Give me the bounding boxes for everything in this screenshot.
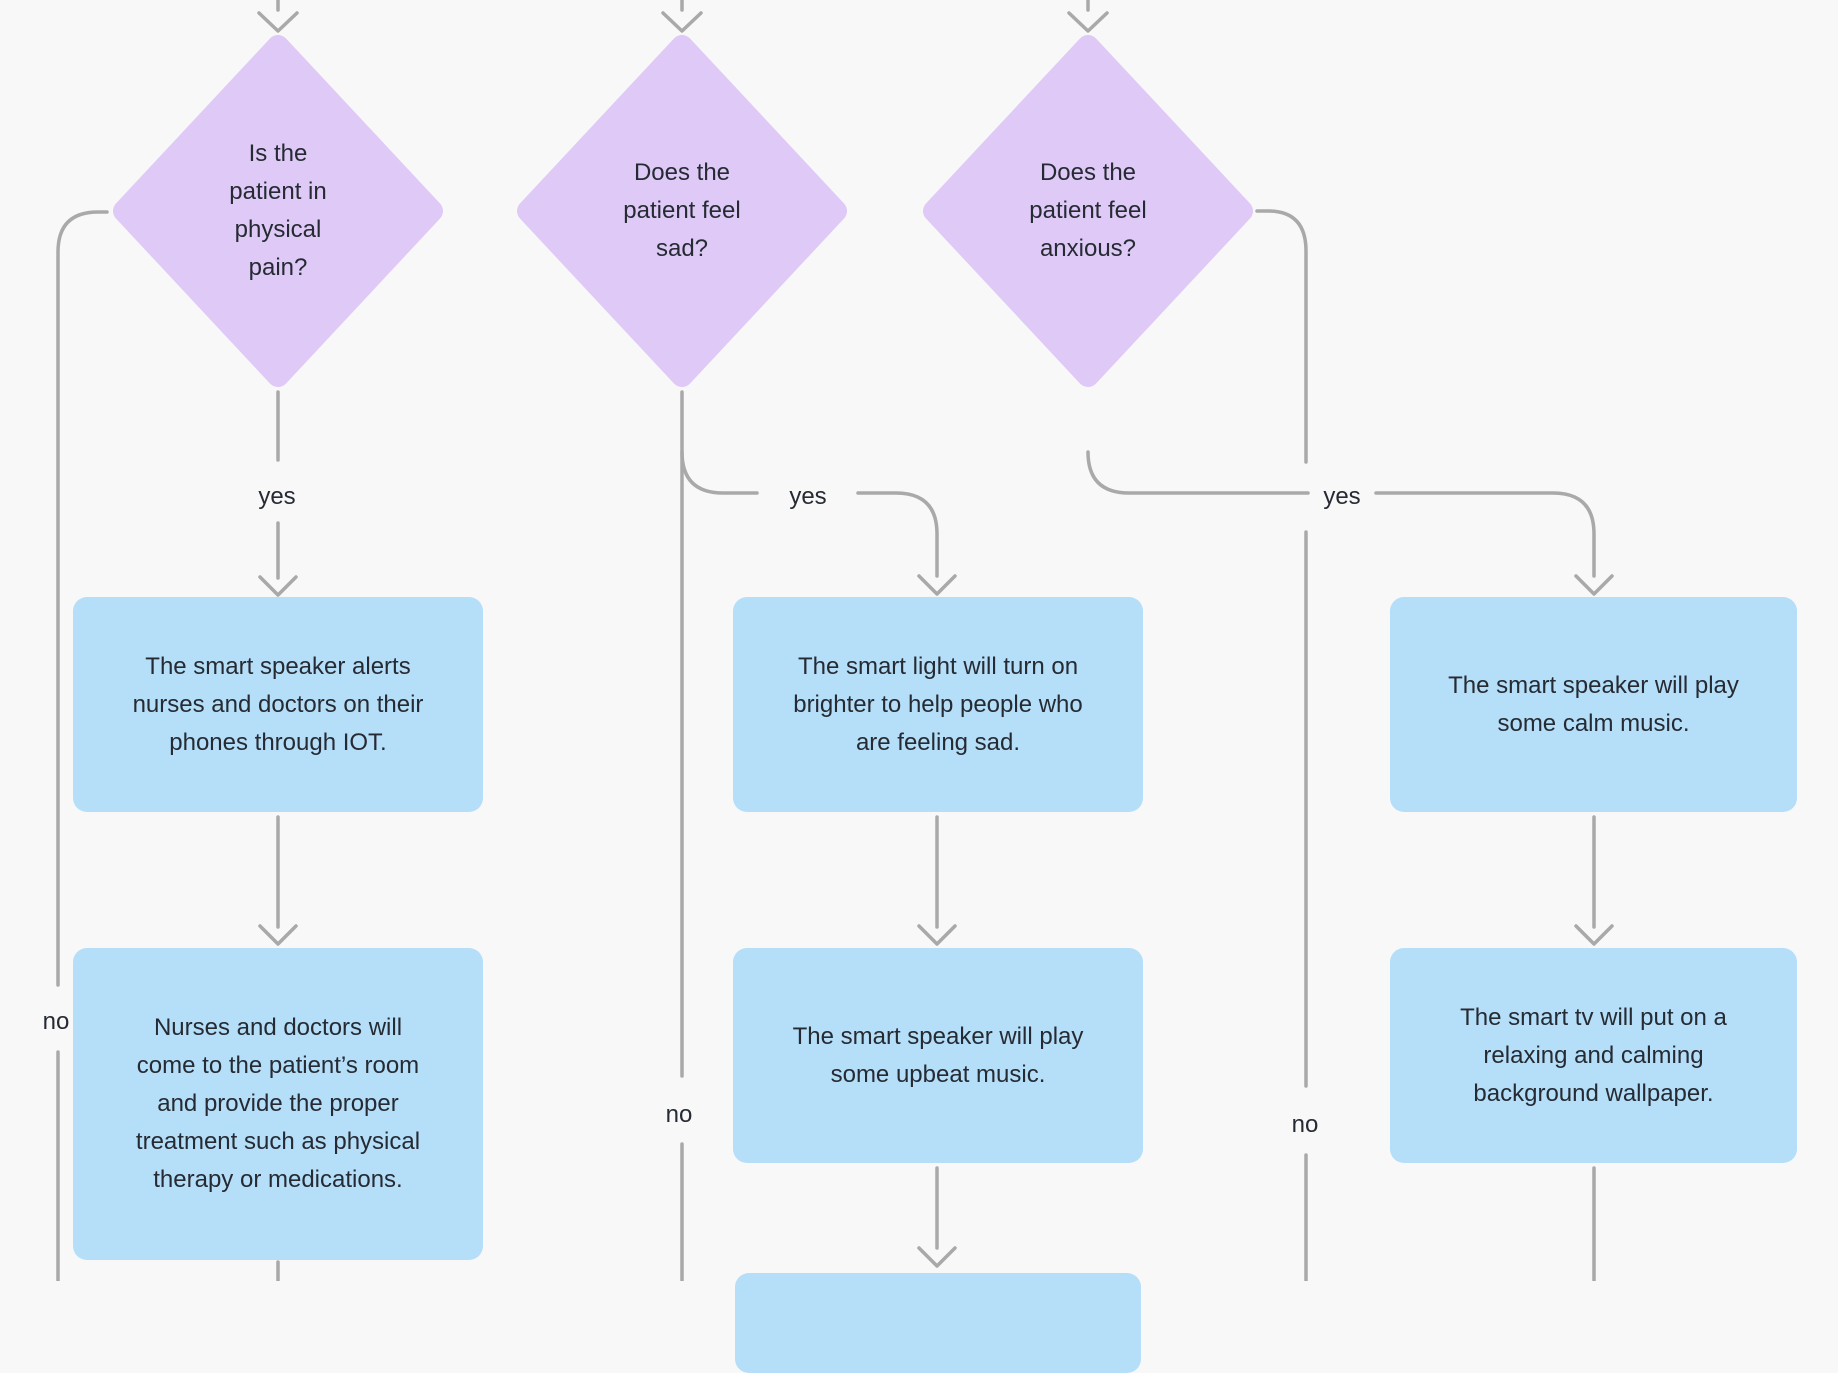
connector-layer (56, 0, 1614, 1281)
edge-d3-yes[interactable] (1086, 450, 1614, 596)
edge-b3-b4[interactable] (917, 815, 957, 946)
node-text: Is the patient in physical pain? (229, 140, 327, 281)
decision-node-feel-anxious[interactable]: Does the patient feel anxious? (923, 35, 1253, 387)
decision-node-feel-sad[interactable]: Does the patient feel sad? (517, 35, 847, 387)
node-text: The smart tv will put on a relaxing and … (1460, 1003, 1727, 1107)
diamond-shape (517, 35, 847, 387)
node-text: Does the patient feel sad? (623, 159, 741, 262)
edge-d1-yes[interactable] (258, 390, 298, 597)
node-text: Does the patient feel anxious? (1029, 159, 1147, 262)
edge-d2-yes[interactable] (680, 450, 957, 596)
edge-label-d3-no[interactable]: no (1291, 1111, 1319, 1138)
action-node-smart-light[interactable]: The smart light will turn on brighter to… (733, 597, 1143, 812)
edge-label-d2-yes[interactable]: yes (789, 483, 827, 510)
edge-incoming-d2[interactable] (661, 0, 703, 33)
action-node-calm-music[interactable]: The smart speaker will play some calm mu… (1390, 597, 1797, 812)
action-node-speaker-alerts[interactable]: The smart speaker alerts nurses and doct… (73, 597, 483, 812)
action-node-nurses-treatment[interactable]: Nurses and doctors will come to the pati… (73, 948, 483, 1260)
node-text: The smart speaker will play some calm mu… (1448, 671, 1739, 737)
edge-incoming-d3[interactable] (1067, 0, 1109, 33)
edge-b4-b7[interactable] (917, 1166, 957, 1268)
node-text: The smart speaker alerts nurses and doct… (132, 652, 424, 756)
node-text: The smart speaker will play some upbeat … (792, 1022, 1084, 1088)
diamond-shape (923, 35, 1253, 387)
edge-b5-b6[interactable] (1574, 815, 1614, 946)
action-node-tv-wallpaper[interactable]: The smart tv will put on a relaxing and … (1390, 948, 1797, 1163)
node-text: Nurses and doctors will come to the pati… (135, 1014, 421, 1193)
edge-d3-no[interactable] (1255, 209, 1308, 1281)
edge-label-d1-no[interactable]: no (42, 1008, 70, 1035)
decision-node-physical-pain[interactable]: Is the patient in physical pain? (113, 35, 443, 387)
action-node-partial-bottom[interactable] (735, 1273, 1141, 1373)
node-text: The smart light will turn on brighter to… (793, 652, 1083, 756)
flowchart-canvas: Is the patient in physical pain? Does th… (42, 0, 1797, 1373)
edge-label-d2-no[interactable]: no (665, 1101, 693, 1128)
diamond-shape (113, 35, 443, 387)
action-node-upbeat-music[interactable]: The smart speaker will play some upbeat … (733, 948, 1143, 1163)
edge-label-d3-yes[interactable]: yes (1323, 483, 1361, 510)
edge-d1-no[interactable] (56, 210, 109, 1281)
edge-b1-b2[interactable] (258, 815, 298, 946)
edge-incoming-d1[interactable] (257, 0, 299, 33)
edge-label-d1-yes[interactable]: yes (258, 483, 296, 510)
